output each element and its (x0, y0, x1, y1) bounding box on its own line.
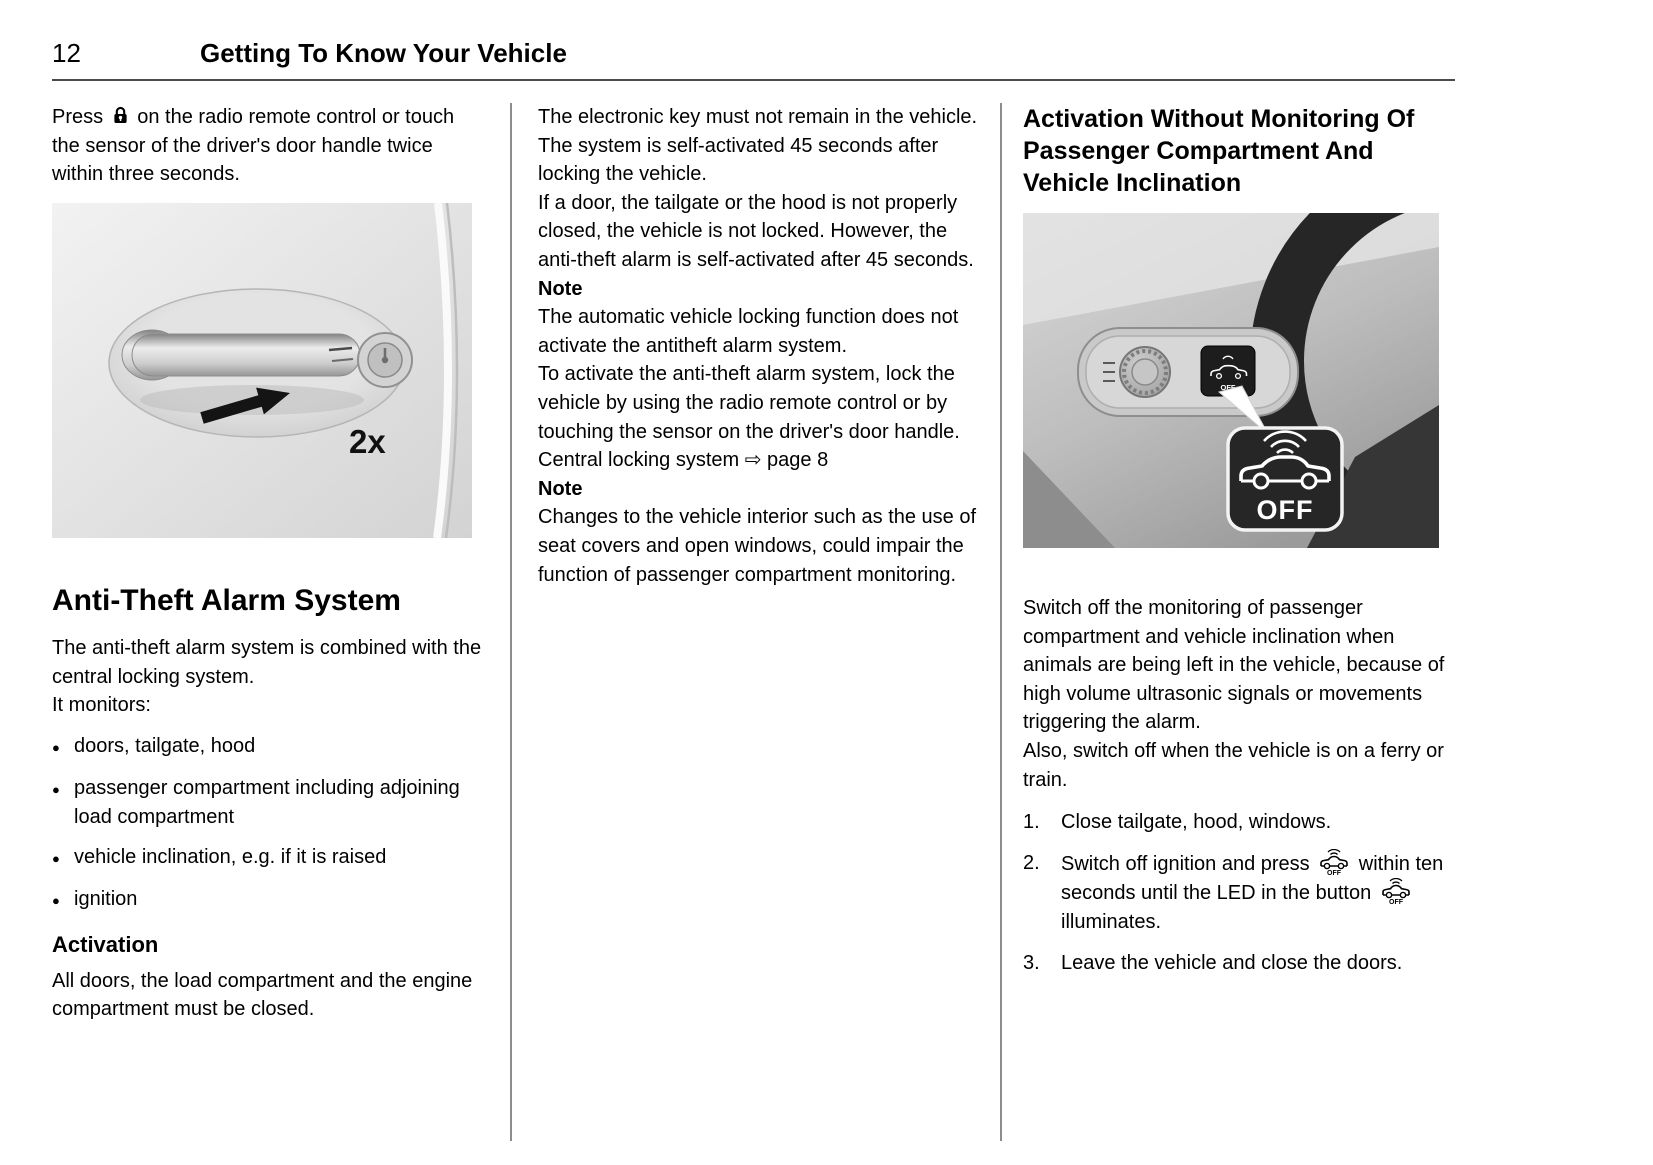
step-number: 1. (1023, 811, 1040, 834)
body-paragraph: The system is self-activated 45 seconds … (538, 134, 939, 186)
column-left: Press on the radio remote control or tou… (52, 103, 482, 1141)
step-text-part: Switch off ignition and press (1061, 852, 1310, 875)
body-paragraph: Also, switch off when the vehicle is on … (1023, 739, 1444, 791)
lock-icon (112, 105, 129, 126)
list-item: 2. Switch off ignition and press OFF wit… (1023, 848, 1455, 937)
column-divider (1000, 103, 1002, 1141)
body-paragraph: Changes to the vehicle interior such as … (538, 506, 977, 586)
subsection-heading: Activation (52, 932, 159, 958)
list-item-text: vehicle inclination, e.g. if it is raise… (74, 846, 387, 869)
step-text-part: within ten seconds until the LED in the … (1061, 852, 1444, 905)
svg-text:OFF: OFF (1327, 870, 1342, 876)
deactivation-steps: 1. Close tailgate, hood, windows. 2. Swi… (1023, 808, 1455, 977)
list-item-text: passenger compartment including adjoinin… (74, 777, 460, 828)
vehicle-off-callout (1226, 426, 1344, 532)
list-item: vehicle inclination, e.g. if it is raise… (52, 843, 482, 873)
vehicle-off-callout-label: OFF (1257, 495, 1314, 525)
page-content: Press on the radio remote control or tou… (0, 81, 1653, 1141)
intro-pre: Press (52, 106, 104, 128)
vehicle-off-icon: OFF (1317, 848, 1351, 876)
list-item-text: ignition (74, 888, 138, 911)
body-paragraph: If a door, the tailgate or the hood is n… (538, 191, 974, 271)
page-number: 12 (52, 38, 81, 68)
handle-bar (131, 333, 361, 377)
step-number: 2. (1023, 851, 1040, 874)
bullet-icon (52, 774, 74, 831)
intro-paragraph: Press on the radio remote control or tou… (52, 103, 482, 189)
chapter-title: Getting To Know Your Vehicle (200, 38, 567, 68)
bullet-icon (52, 885, 74, 915)
press-count-label: 2x (349, 423, 386, 460)
vehicle-off-icon (1239, 455, 1331, 481)
list-item: 1. Close tailgate, hood, windows. (1023, 808, 1455, 837)
body-paragraph: The automatic vehicle locking function d… (538, 306, 959, 357)
door-handle-graphic: 2x (52, 202, 472, 538)
cross-reference: Central locking system ⇨ page 8 (538, 449, 829, 472)
list-item-text: doors, tailgate, hood (74, 735, 256, 758)
body-paragraph: The anti-theft alarm system is combined … (52, 637, 482, 688)
door-edge-line (433, 202, 452, 538)
headlight-leveling-icon (1103, 362, 1115, 382)
note-label: Note (538, 477, 583, 500)
callout-pointer (1217, 385, 1269, 435)
monitors-list: doors, tailgate, hood passenger compartm… (52, 732, 482, 915)
header-rule (52, 79, 1455, 81)
bullet-icon (52, 843, 74, 873)
note-label: Note (538, 277, 583, 300)
bullet-icon (52, 732, 74, 762)
body-paragraph: It monitors: (52, 694, 151, 717)
arrow-icon (200, 387, 290, 424)
svg-text:OFF: OFF (1389, 899, 1404, 905)
body-paragraph: The electronic key must not remain in th… (538, 106, 978, 128)
door-handle-illustration: 2x (52, 202, 472, 538)
page-header: 12 Getting To Know Your Vehicle (0, 0, 1653, 69)
list-item: doors, tailgate, hood (52, 732, 482, 762)
section-heading: Anti-Theft Alarm System (52, 583, 401, 617)
list-item: passenger compartment including adjoinin… (52, 774, 482, 831)
body-paragraph: Switch off the monitoring of passenger c… (1023, 597, 1445, 734)
vehicle-off-icon: OFF (1379, 878, 1413, 905)
column-right: Activation Without Monitoring Of Passeng… (1023, 103, 1455, 1141)
dashboard-graphic: OFF OFF (1023, 213, 1439, 548)
intro-post: on the radio remote control or touch the… (52, 106, 455, 186)
step-text: Close tailgate, hood, windows. (1061, 811, 1332, 834)
column-divider (510, 103, 512, 1141)
list-item: 3. Leave the vehicle and close the doors… (1023, 949, 1455, 978)
body-paragraph: All doors, the load compartment and the … (52, 969, 473, 1021)
list-item: ignition (52, 885, 482, 915)
dashboard-photo: OFF OFF (1023, 213, 1439, 548)
column-middle: The electronic key must not remain in th… (538, 103, 978, 1141)
section-heading: Activation Without Monitoring Of Passeng… (1023, 105, 1415, 197)
step-text: Switch off ignition and press OFF within… (1061, 848, 1455, 937)
step-text-part: illuminates. (1061, 910, 1162, 933)
step-number: 3. (1023, 951, 1040, 974)
step-text: Leave the vehicle and close the doors. (1061, 951, 1403, 974)
body-paragraph: To activate the anti-theft alarm system,… (538, 363, 960, 443)
vehicle-off-button-label-small: OFF (1221, 383, 1236, 392)
